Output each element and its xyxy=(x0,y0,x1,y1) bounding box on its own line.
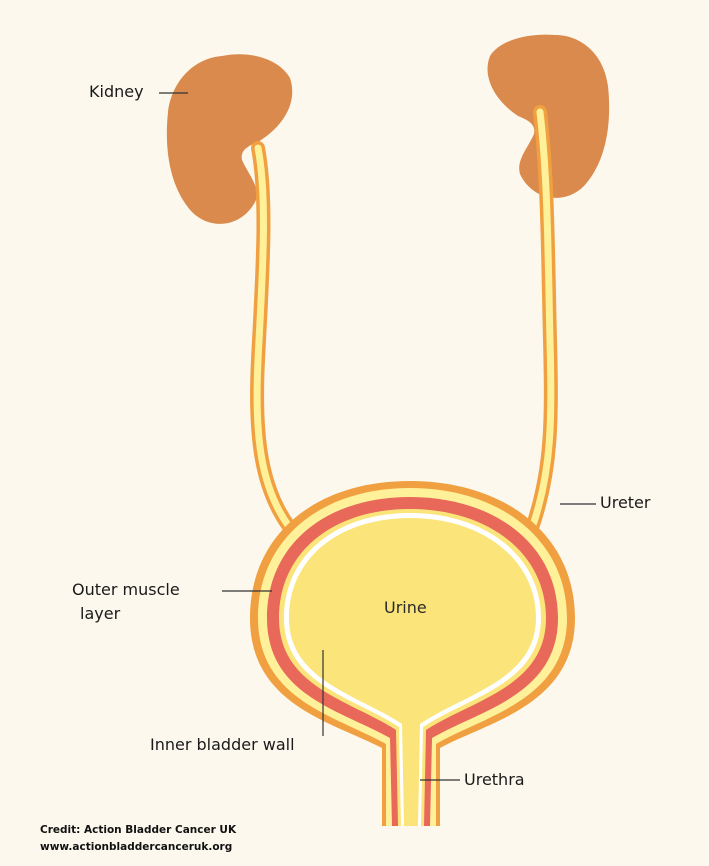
credit: Credit: Action Bladder Cancer UK www.act… xyxy=(40,822,236,856)
credit-line-1: Credit: Action Bladder Cancer UK xyxy=(40,822,236,839)
kidney-label: Kidney xyxy=(89,80,144,104)
ureter-label: Ureter xyxy=(600,491,650,515)
urine-label: Urine xyxy=(384,598,427,617)
outer-muscle-label-line2: layer xyxy=(80,602,120,626)
credit-line-2: www.actionbladdercanceruk.org xyxy=(40,839,236,856)
urethra-label: Urethra xyxy=(464,768,525,792)
outer-muscle-label-line1: Outer muscle xyxy=(72,578,180,602)
inner-bladder-wall-label: Inner bladder wall xyxy=(150,733,295,757)
